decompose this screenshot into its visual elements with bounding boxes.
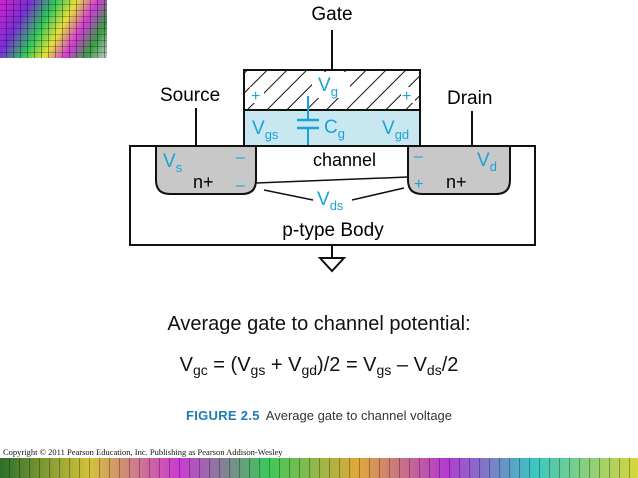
copyright-notice: Copyright © 2011 Pearson Education, Inc.… xyxy=(3,447,283,457)
source-minus-top: – xyxy=(236,149,245,166)
gate-oxide xyxy=(243,109,421,147)
drain-minus-top: – xyxy=(414,148,423,165)
vg-label: Vg xyxy=(318,75,338,99)
gate-plus-left-bg xyxy=(250,87,264,103)
n-plus-left-label: n+ xyxy=(193,172,214,192)
figure-number: FIGURE 2.5 xyxy=(185,408,260,423)
figure-caption: FIGURE 2.5 Average gate to channel voltag… xyxy=(0,408,638,423)
gate-plus-right: + xyxy=(402,88,411,105)
channel-line xyxy=(255,176,409,184)
mosfet-diagram: Gate Vg + + Vgs Vgd Cg Source Drain Vs n… xyxy=(129,4,536,273)
decorative-chip-strip-bottom xyxy=(0,458,638,478)
vgs-label: Vgs xyxy=(252,118,279,142)
gate-plus-right-bg xyxy=(401,87,415,103)
vd-label: Vd xyxy=(477,150,497,174)
n-plus-right-label: n+ xyxy=(446,172,467,192)
source-label: Source xyxy=(160,85,220,106)
figure-caption-text: Average gate to channel voltage xyxy=(265,408,453,423)
drain-n-plus-region xyxy=(407,145,511,195)
gate-plus-left: + xyxy=(251,88,260,105)
vds-label: Vds xyxy=(317,189,344,213)
decorative-chip-image-top-left xyxy=(0,0,107,58)
body-label: p-type Body xyxy=(282,220,384,241)
vs-label: Vs xyxy=(163,151,183,175)
vds-line-right xyxy=(351,187,405,201)
drain-label: Drain xyxy=(447,88,492,109)
channel-label: channel xyxy=(313,150,376,170)
cg-label: Cg xyxy=(324,117,345,141)
ground-icon xyxy=(317,257,347,273)
vds-line-left xyxy=(263,189,314,201)
vgd-label: Vgd xyxy=(382,118,409,142)
gate-label: Gate xyxy=(311,4,352,25)
source-minus-bottom: – xyxy=(236,177,245,194)
gate-vg-label-bg xyxy=(312,72,350,98)
drain-plus-bottom: + xyxy=(414,176,423,193)
source-n-plus-region xyxy=(155,145,257,195)
equation-title: Average gate to channel potential: xyxy=(167,313,471,335)
equation: Vgc = (Vgs + Vgd)/2 = Vgs – Vds/2 xyxy=(179,354,459,378)
